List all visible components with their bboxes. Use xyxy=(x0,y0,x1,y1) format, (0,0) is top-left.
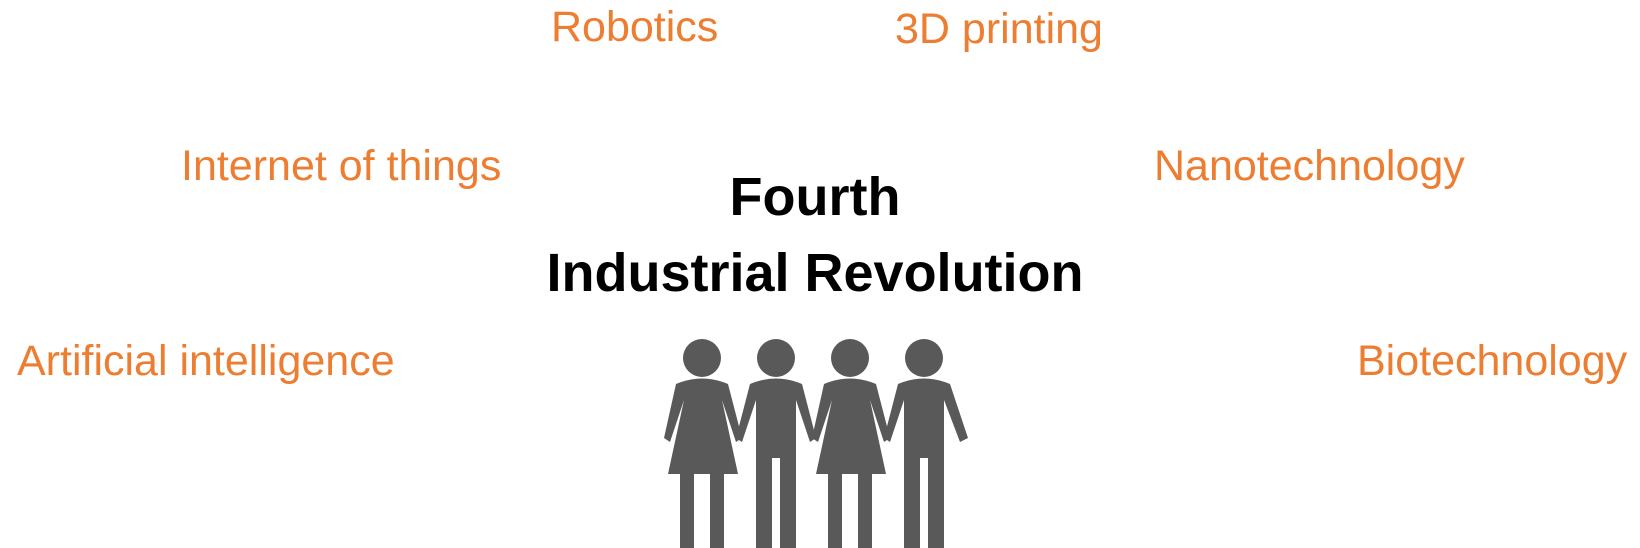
tech-label-nanotechnology: Nanotechnology xyxy=(1154,142,1465,190)
tech-label-internet-of-things: Internet of things xyxy=(181,142,502,190)
man-icon xyxy=(884,339,968,548)
tech-label-3d-printing: 3D printing xyxy=(895,5,1103,53)
tech-label-artificial-intelligence: Artificial intelligence xyxy=(17,337,395,385)
man-icon xyxy=(736,339,816,548)
woman-icon xyxy=(664,339,742,548)
people-group-icon xyxy=(664,339,968,548)
title-line-1: Fourth xyxy=(729,167,901,227)
tech-label-robotics: Robotics xyxy=(551,3,719,51)
woman-icon xyxy=(812,339,890,548)
tech-label-biotechnology: Biotechnology xyxy=(1357,337,1628,385)
title-line-2: Industrial Revolution xyxy=(546,243,1084,303)
